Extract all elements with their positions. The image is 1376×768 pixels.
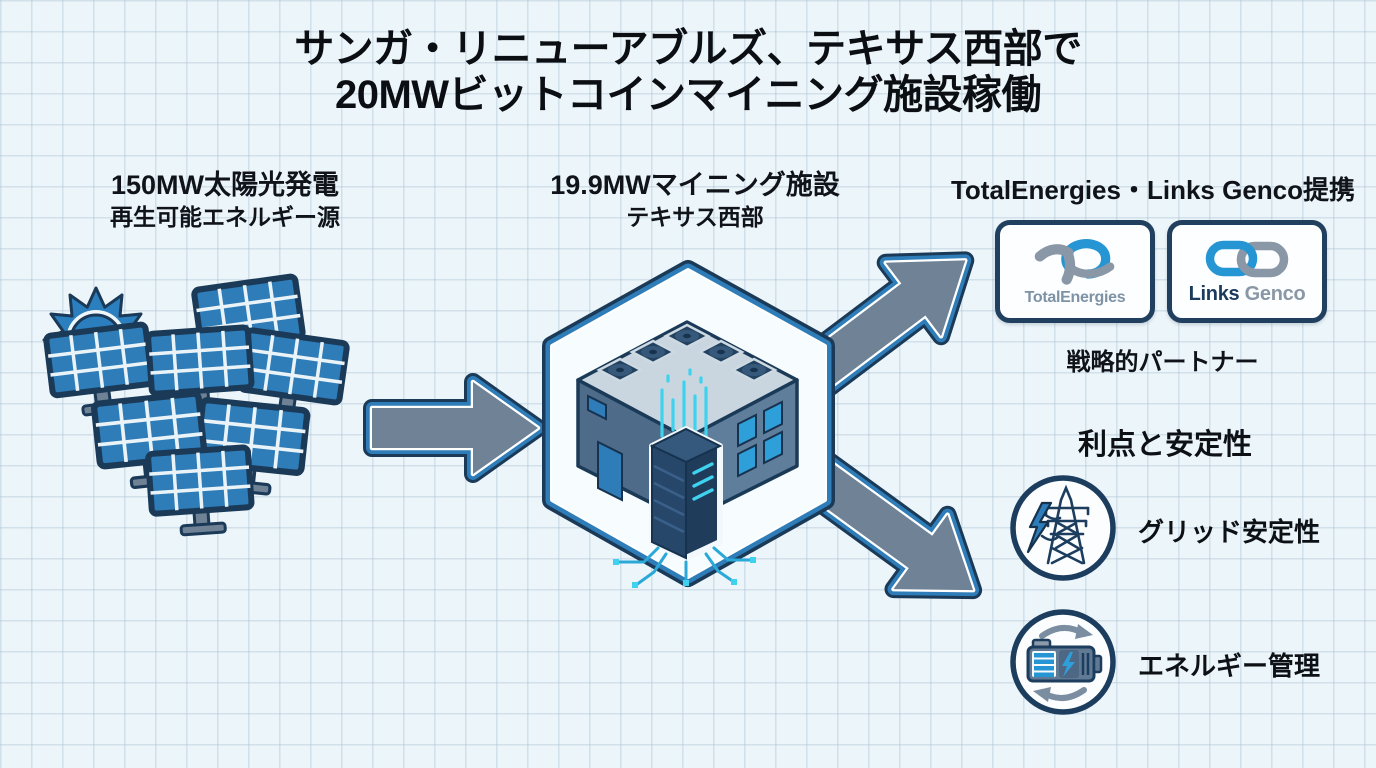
mining-facility-hexagon-icon [542,260,835,588]
arrow-solar-to-facility [363,373,547,483]
circuit-trace-lines-icon [616,546,754,587]
mining-heading: 19.9MWマイニング施設 [550,170,840,200]
page-title: サンガ・リニューアブルズ、テキサス西部で 20MWビットコインマイニング施設稼働 [0,26,1376,118]
mining-subheading: テキサス西部 [626,204,764,230]
benefits-heading: 利点と安定性 [1077,429,1252,461]
page-title-line2: 20MWビットコインマイニング施設稼働 [334,73,1042,117]
links-genco-logo-card: Links Genco [1167,220,1327,323]
page-title-line1: サンガ・リニューアブルズ、テキサス西部で [294,27,1082,71]
solar-node-label: 150MW太陽光発電 再生可能エネルギー源 [55,168,395,232]
benefit-grid-stability-label: グリッド安定性 [1138,517,1321,547]
solar-heading: 150MW太陽光発電 [110,170,340,200]
battery-cycle-icon [1010,609,1116,715]
transmission-tower-icon [1010,475,1116,581]
links-wordmark: Links [1188,283,1240,305]
benefit-energy-management-label: エネルギー管理 [1138,651,1321,681]
links-genco-wordmark: Links Genco [1189,283,1306,306]
totalenergies-logo-card: TotalEnergies [995,220,1155,323]
chain-links-icon [1205,240,1289,278]
totalenergies-te-mark-icon [1034,238,1115,285]
partners-caption: 戦略的パートナー [1066,349,1259,376]
server-rack-icon [649,426,723,561]
solar-subheading: 再生可能エネルギー源 [110,204,340,230]
mining-node-label: 19.9MWマイニング施設 テキサス西部 [500,168,890,232]
partner-logo-row: TotalEnergies Links Genco [995,220,1327,323]
totalenergies-wordmark: TotalEnergies [1024,288,1126,306]
genco-wordmark: Genco [1244,283,1306,305]
partners-heading: TotalEnergies・Links Genco提携 [950,175,1356,205]
circuit-trace-dots [613,557,756,588]
